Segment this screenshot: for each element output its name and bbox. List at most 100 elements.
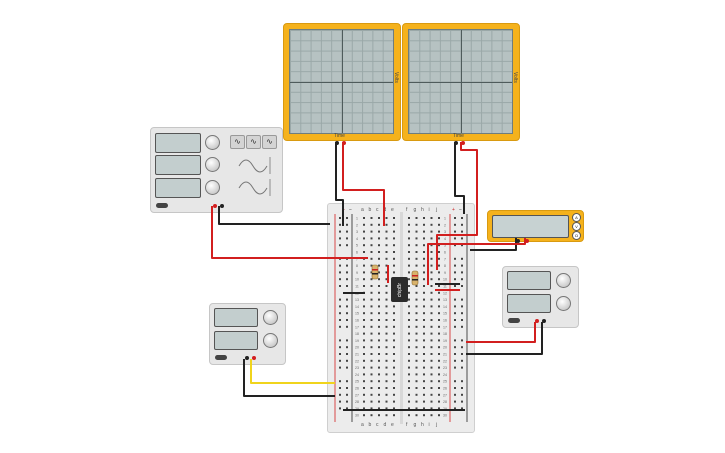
oscilloscope-2-terminal-positive[interactable]: [461, 141, 465, 145]
breadboard-hole: [438, 223, 440, 226]
breadboard-hole: [346, 271, 348, 274]
breadboard-hole: [339, 393, 341, 396]
breadboard-hole: [363, 380, 365, 383]
multimeter-mode-voltage-button[interactable]: V: [572, 222, 581, 231]
amplitude-knob[interactable]: [205, 157, 220, 172]
row-number: 5: [356, 244, 358, 248]
breadboard-hole: [408, 407, 410, 410]
breadboard-hole: [339, 346, 341, 349]
breadboard-hole: [430, 217, 433, 219]
breadboard-hole: [408, 339, 410, 342]
breadboard-hole: [339, 380, 341, 383]
power-supply-right[interactable]: [502, 266, 579, 328]
breadboard-hole: [378, 359, 380, 362]
breadboard-hole: [393, 393, 395, 396]
power-supply-right-power-toggle[interactable]: [508, 318, 520, 323]
breadboard-hole: [438, 339, 440, 342]
ic-chip[interactable]: chipBr: [391, 277, 408, 302]
function-generator-display-offset: [155, 178, 201, 198]
oscilloscope-2[interactable]: Volts Time: [402, 23, 520, 145]
power-supply-right-voltage-knob[interactable]: [556, 273, 571, 288]
breadboard-hole: [430, 339, 433, 342]
breadboard-hole: [438, 291, 440, 294]
power-supply-left-terminal-positive[interactable]: [252, 356, 256, 360]
breadboard-hole: [438, 373, 440, 376]
oscilloscope-1[interactable]: Volts Time: [283, 23, 401, 145]
power-supply-left-current-knob[interactable]: [263, 333, 278, 348]
power-supply-left-terminal-negative[interactable]: [245, 356, 249, 360]
breadboard-hole: [461, 264, 463, 267]
frequency-knob[interactable]: [205, 135, 220, 150]
power-supply-left[interactable]: [209, 303, 286, 365]
power-supply-left-voltage-knob[interactable]: [263, 310, 278, 325]
breadboard-hole: [363, 230, 365, 233]
breadboard-hole: [454, 366, 456, 369]
multimeter-mode-current-button[interactable]: A: [572, 213, 581, 222]
breadboard-hole: [363, 346, 365, 349]
waveform-triangle-button[interactable]: ∿: [262, 135, 277, 149]
breadboard-hole: [346, 244, 348, 247]
power-supply-right-terminal-negative[interactable]: [542, 319, 546, 323]
breadboard-hole: [430, 251, 433, 253]
breadboard-hole: [370, 278, 373, 281]
breadboard-hole: [339, 298, 341, 301]
breadboard-hole: [385, 393, 388, 396]
function-generator[interactable]: ∿ ∿ ∿: [150, 127, 283, 213]
breadboard-hole: [454, 312, 456, 315]
breadboard-hole: [423, 332, 425, 335]
breadboard-hole: [393, 359, 395, 362]
breadboard-hole: [423, 312, 425, 315]
breadboard-hole: [438, 414, 440, 417]
waveform-square-button[interactable]: ∿: [246, 135, 261, 149]
breadboard-hole: [438, 244, 440, 247]
function-generator-power-toggle[interactable]: [156, 203, 168, 208]
breadboard-hole: [363, 217, 365, 219]
breadboard-hole: [370, 257, 373, 260]
breadboard-hole: [363, 291, 365, 294]
function-generator-terminal-negative[interactable]: [220, 204, 224, 208]
breadboard-hole: [363, 353, 365, 355]
breadboard-hole: [454, 380, 456, 383]
breadboard-hole: [454, 271, 456, 274]
multimeter[interactable]: A V Ω: [487, 210, 584, 243]
breadboard-hole: [363, 319, 365, 321]
waveform-sine-button[interactable]: ∿: [230, 135, 245, 149]
breadboard-hole: [363, 407, 365, 410]
breadboard-hole: [370, 217, 373, 219]
multimeter-mode-resistance-button[interactable]: Ω: [572, 231, 581, 240]
power-supply-right-terminal-positive[interactable]: [535, 319, 539, 323]
breadboard-hole: [378, 353, 380, 355]
row-number: 7: [356, 257, 358, 261]
oscilloscope-1-terminal-positive[interactable]: [342, 141, 346, 145]
offset-knob[interactable]: [205, 180, 220, 195]
breadboard-hole: [438, 319, 440, 321]
breadboard-hole: [378, 373, 380, 376]
row-number: 24: [443, 373, 447, 377]
breadboard-hole: [415, 373, 418, 376]
breadboard-hole: [454, 346, 456, 349]
breadboard-hole: [385, 237, 388, 240]
breadboard-hole: [385, 332, 388, 335]
breadboard-hole: [430, 223, 433, 226]
breadboard-hole: [339, 312, 341, 315]
breadboard-hole: [415, 312, 418, 315]
breadboard-hole: [438, 366, 440, 369]
breadboard-hole: [438, 407, 440, 410]
row-number: 28: [355, 400, 359, 404]
oscilloscope-2-terminal-negative[interactable]: [454, 141, 458, 145]
oscilloscope-1-terminal-negative[interactable]: [335, 141, 339, 145]
row-number: 15: [443, 312, 447, 316]
breadboard-hole: [393, 223, 395, 226]
breadboard-hole: [461, 298, 463, 301]
power-supply-right-current-knob[interactable]: [556, 296, 571, 311]
multimeter-terminal-v[interactable]: [525, 239, 529, 243]
breadboard-hole: [423, 407, 425, 410]
power-supply-left-power-toggle[interactable]: [215, 355, 227, 360]
breadboard-hole: [370, 319, 373, 321]
function-generator-terminal-positive[interactable]: [213, 204, 217, 208]
column-letter-j: j: [436, 422, 438, 428]
multimeter-terminal-com[interactable]: [516, 239, 520, 243]
